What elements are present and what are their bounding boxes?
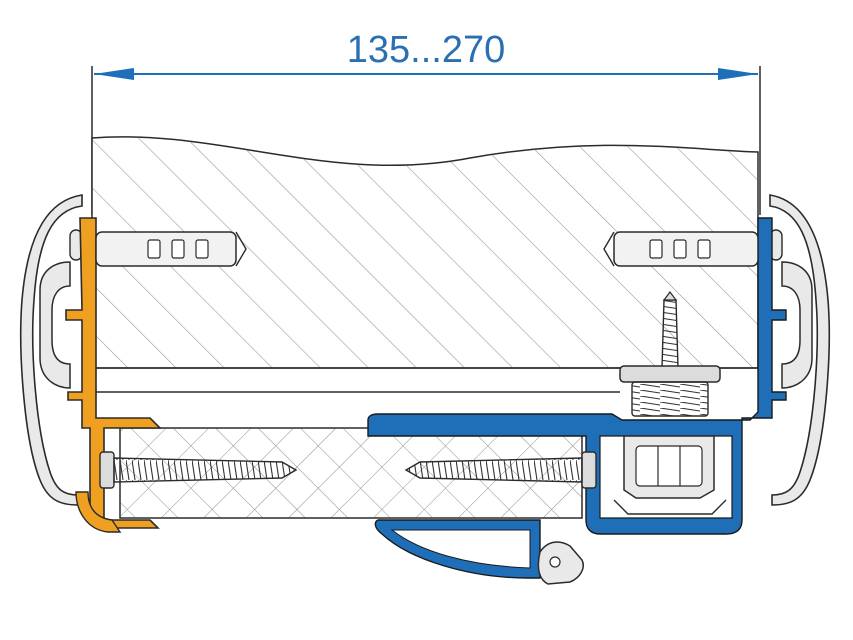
wall-panel xyxy=(91,136,759,393)
bottom-cover-profile xyxy=(374,519,541,579)
left-orange-profile xyxy=(65,217,162,533)
dimension-arrow-left xyxy=(94,68,134,80)
left-anchor xyxy=(95,231,247,267)
left-screw xyxy=(99,451,298,489)
dimension-label: 135...270 xyxy=(347,29,505,71)
right-outer-profile xyxy=(769,194,830,506)
spring-clip xyxy=(613,435,727,515)
right-anchor xyxy=(603,231,759,267)
adjusting-screw xyxy=(619,291,721,417)
right-screw xyxy=(404,451,597,489)
dimension-arrow-right xyxy=(718,68,758,80)
gasket xyxy=(537,541,584,585)
dimension: 135...270 xyxy=(91,29,761,215)
left-outer-profile xyxy=(20,194,83,506)
